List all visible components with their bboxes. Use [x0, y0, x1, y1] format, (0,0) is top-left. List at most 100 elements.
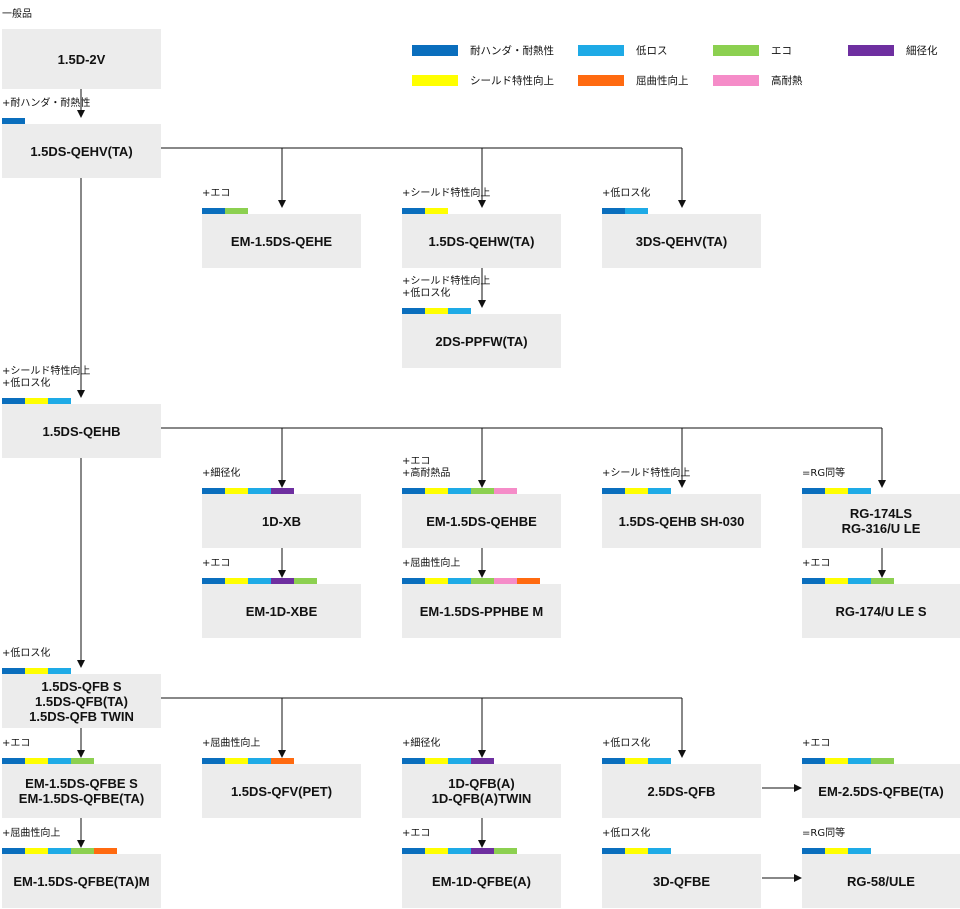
feature-bars — [402, 208, 448, 214]
feature-bar-eco — [871, 758, 894, 764]
node-label: +低ロス化 — [602, 828, 651, 839]
product-box-ppfw: 2DS-PPFW(TA) — [402, 314, 561, 368]
product-box-qfv: 1.5DS-QFV(PET) — [202, 764, 361, 818]
feature-bar-shield — [625, 488, 648, 494]
node-label: +シールド特性向上 — [402, 188, 491, 199]
feature-bar-solder — [402, 758, 425, 764]
node-label: +エコ — [202, 558, 231, 569]
feature-bar-shield — [425, 578, 448, 584]
product-box-qehb: 1.5DS-QEHB — [2, 404, 161, 458]
feature-bar-lowloss — [648, 758, 671, 764]
feature-bar-thin — [271, 578, 294, 584]
legend-item-bend: 屈曲性向上 — [578, 73, 689, 88]
legend-label: 耐ハンダ・耐熱性 — [470, 45, 554, 57]
feature-bar-solder — [2, 668, 25, 674]
legend-label: 細径化 — [906, 45, 938, 57]
node-label: +シールド特性向上 +低ロス化 — [402, 276, 491, 299]
feature-bar-shield — [225, 488, 248, 494]
feature-bar-lowloss — [48, 848, 71, 854]
feature-bar-eco — [71, 758, 94, 764]
legend-item-solder: 耐ハンダ・耐熱性 — [412, 43, 554, 58]
feature-bars — [802, 758, 894, 764]
node-label: +細径化 — [402, 738, 441, 749]
feature-bar-lowloss — [248, 758, 271, 764]
product-box-1dqfb: 1D-QFB(A) 1D-QFB(A)TWIN — [402, 764, 561, 818]
feature-bar-lowloss — [248, 488, 271, 494]
product-box-emqfbetam: EM-1.5DS-QFBE(TA)M — [2, 854, 161, 908]
node-label: +シールド特性向上 +低ロス化 — [2, 366, 91, 389]
feature-bar-shield — [25, 398, 48, 404]
feature-bar-lowloss — [448, 578, 471, 584]
product-box-em1dqfbe: EM-1D-QFBE(A) — [402, 854, 561, 908]
feature-bar-eco — [294, 578, 317, 584]
feature-bar-solder — [802, 848, 825, 854]
feature-bar-solder — [2, 398, 25, 404]
product-box-emqehbe: EM-1.5DS-QEHBE — [402, 494, 561, 548]
legend-label: エコ — [771, 45, 792, 57]
feature-bar-shield — [825, 848, 848, 854]
feature-bar-shield — [225, 578, 248, 584]
product-box-25dqfb: 2.5DS-QFB — [602, 764, 761, 818]
feature-bar-lowloss — [448, 758, 471, 764]
feature-bars — [402, 758, 494, 764]
feature-bar-solder — [602, 488, 625, 494]
feature-bars — [2, 118, 25, 124]
feature-bar-shield — [425, 848, 448, 854]
feature-bar-thin — [471, 848, 494, 854]
feature-bar-solder — [402, 208, 425, 214]
feature-bar-heat — [494, 578, 517, 584]
feature-bar-solder — [202, 758, 225, 764]
feature-bar-shield — [825, 488, 848, 494]
feature-bars — [2, 848, 117, 854]
feature-bar-eco — [471, 488, 494, 494]
feature-bar-lowloss — [48, 758, 71, 764]
feature-bars — [2, 758, 94, 764]
feature-bar-solder — [2, 118, 25, 124]
feature-bars — [602, 208, 648, 214]
feature-bar-solder — [2, 848, 25, 854]
feature-bars — [602, 758, 671, 764]
feature-bar-shield — [25, 848, 48, 854]
feature-bar-shield — [425, 308, 448, 314]
product-box-qfb: 1.5DS-QFB S 1.5DS-QFB(TA) 1.5DS-QFB TWIN — [2, 674, 161, 728]
product-box-qehv: 1.5DS-QEHV(TA) — [2, 124, 161, 178]
node-label: +低ロス化 — [602, 188, 651, 199]
feature-bar-lowloss — [848, 848, 871, 854]
legend-swatch — [412, 75, 458, 86]
feature-bar-lowloss — [648, 488, 671, 494]
feature-bars — [402, 488, 517, 494]
legend-label: シールド特性向上 — [470, 75, 554, 87]
node-label: =RG同等 — [802, 468, 846, 479]
legend-item-eco: エコ — [713, 43, 792, 58]
feature-bars — [2, 398, 71, 404]
node-label: +エコ — [402, 828, 431, 839]
feature-bar-shield — [425, 758, 448, 764]
product-box-rg174ls: RG-174LS RG-316/U LE — [802, 494, 960, 548]
feature-bars — [802, 488, 871, 494]
feature-bar-lowloss — [848, 758, 871, 764]
feature-bars — [202, 578, 317, 584]
node-label: +エコ +高耐熱品 — [402, 456, 451, 479]
node-label: +エコ — [2, 738, 31, 749]
node-label: +低ロス化 — [602, 738, 651, 749]
feature-bar-eco — [471, 578, 494, 584]
feature-bars — [602, 488, 671, 494]
feature-bar-shield — [425, 208, 448, 214]
feature-bar-heat — [494, 488, 517, 494]
feature-bar-solder — [802, 488, 825, 494]
feature-bar-lowloss — [648, 848, 671, 854]
feature-bar-lowloss — [48, 668, 71, 674]
node-label: 一般品 — [2, 9, 32, 20]
feature-bar-solder — [802, 578, 825, 584]
node-label: +エコ — [802, 558, 831, 569]
product-box-ppbhe: EM-1.5DS-PPHBE M — [402, 584, 561, 638]
product-box-em25dqfbe: EM-2.5DS-QFBE(TA) — [802, 764, 960, 818]
feature-bar-solder — [402, 578, 425, 584]
feature-bar-solder — [202, 488, 225, 494]
feature-bar-shield — [225, 758, 248, 764]
feature-bar-solder — [202, 208, 225, 214]
feature-bar-lowloss — [448, 488, 471, 494]
feature-bar-shield — [425, 488, 448, 494]
legend-swatch — [713, 75, 759, 86]
